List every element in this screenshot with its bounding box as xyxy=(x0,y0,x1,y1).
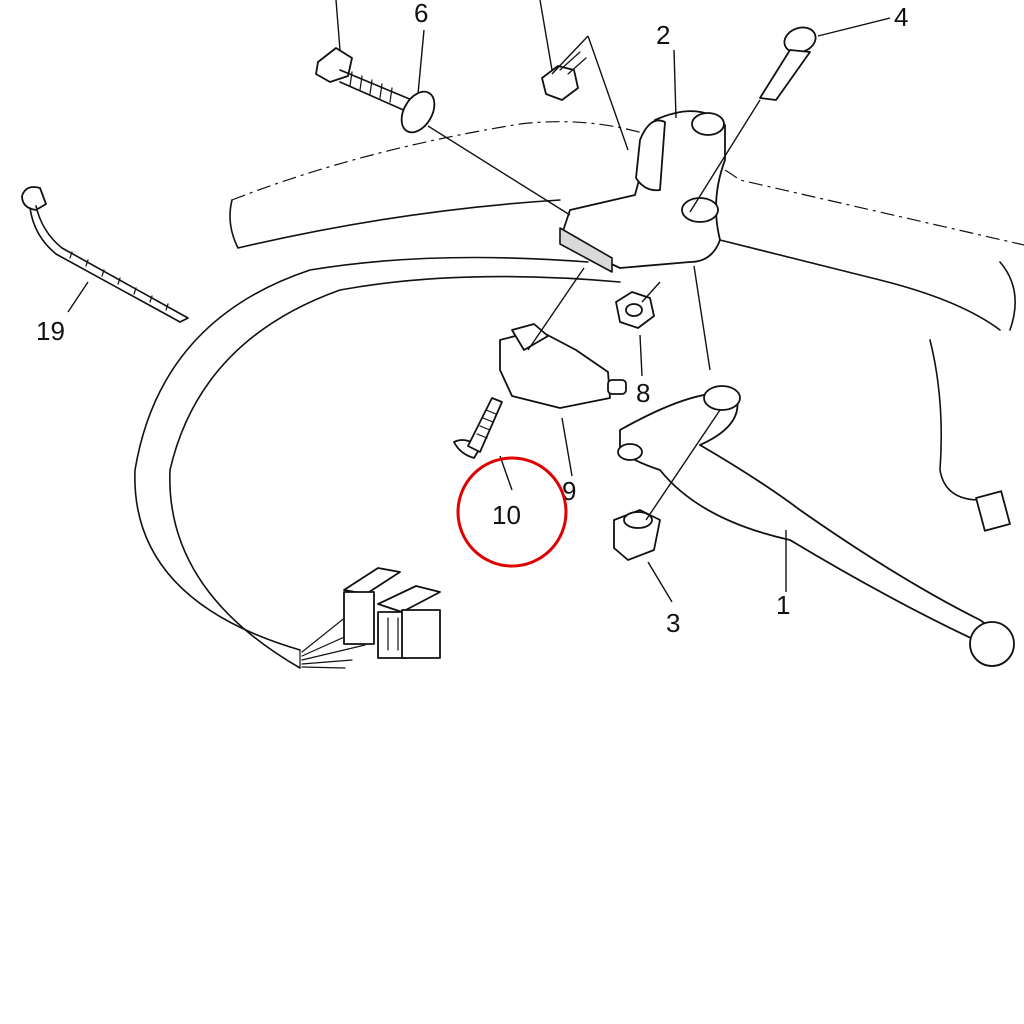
leader-lines xyxy=(67,0,891,603)
callout-1: 1 xyxy=(776,590,790,620)
cable-tie-part-19 xyxy=(21,186,189,323)
clutch-switch-part-9 xyxy=(499,323,627,409)
wire-harness xyxy=(134,256,621,669)
nut-part-8 xyxy=(615,291,655,329)
callout-10: 10 xyxy=(492,500,521,530)
callout-2: 2 xyxy=(656,20,670,50)
wire-connector xyxy=(343,567,441,659)
collar-part-3 xyxy=(613,509,661,561)
lever-holder-part-2 xyxy=(559,110,726,273)
lever-part-1 xyxy=(617,385,1015,667)
callout-labels: 6 2 4 19 8 9 10 3 1 xyxy=(36,0,908,638)
screw-part-10 xyxy=(453,397,503,459)
callout-19: 19 xyxy=(36,316,65,346)
bolt-and-washer-part-6 xyxy=(315,47,436,134)
highlight-circle xyxy=(456,456,568,568)
callout-4: 4 xyxy=(894,2,908,32)
callout-8: 8 xyxy=(636,378,650,408)
pivot-bolt-part-4 xyxy=(759,26,817,101)
switch-cable xyxy=(929,339,1011,532)
callout-6: 6 xyxy=(414,0,428,28)
callout-3: 3 xyxy=(666,608,680,638)
screw-top xyxy=(541,51,587,101)
